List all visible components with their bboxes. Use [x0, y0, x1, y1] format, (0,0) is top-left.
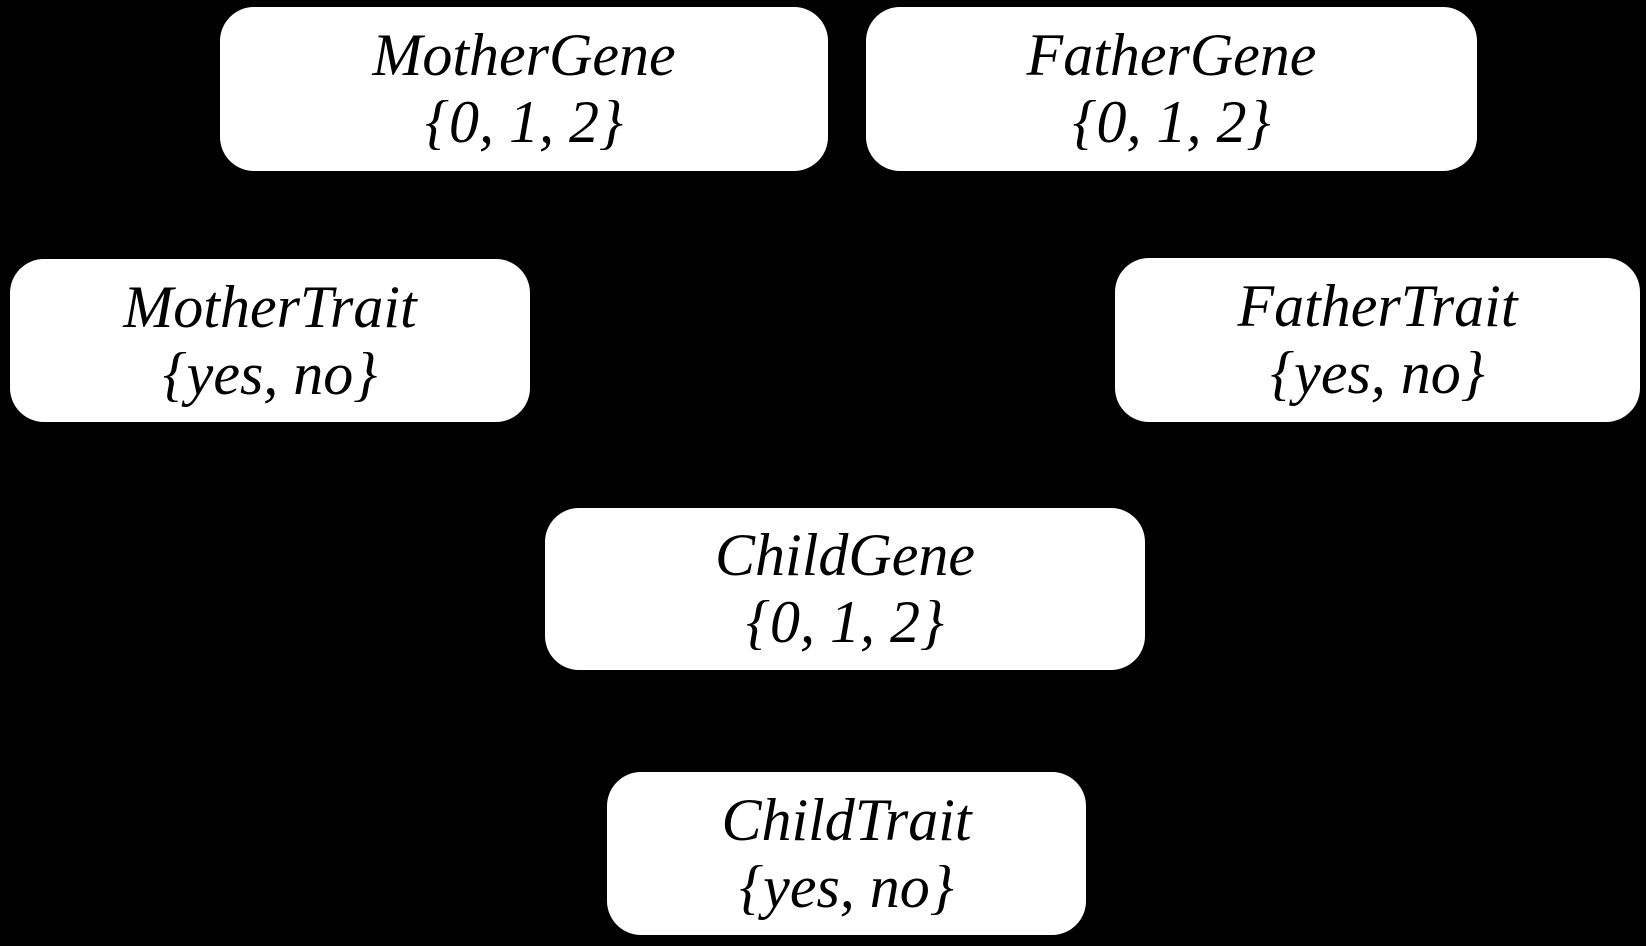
node-label: FatherGene: [1026, 22, 1317, 88]
node-child-gene: ChildGene {0, 1, 2}: [545, 508, 1145, 670]
node-values: {0, 1, 2}: [746, 589, 944, 655]
node-mother-gene: MotherGene {0, 1, 2}: [220, 7, 828, 171]
node-label: ChildGene: [715, 522, 975, 588]
node-values: {yes, no}: [1270, 340, 1485, 406]
node-child-trait: ChildTrait {yes, no}: [607, 772, 1086, 935]
node-label: MotherTrait: [123, 273, 417, 340]
node-values: {yes, no}: [739, 853, 954, 920]
node-label: FatherTrait: [1237, 273, 1518, 339]
node-father-gene: FatherGene {0, 1, 2}: [866, 7, 1477, 171]
node-values: {yes, no}: [162, 340, 378, 407]
node-label: ChildTrait: [721, 786, 972, 853]
node-father-trait: FatherTrait {yes, no}: [1115, 258, 1640, 422]
node-values: {0, 1, 2}: [1072, 89, 1271, 155]
node-label: MotherGene: [372, 22, 676, 88]
node-mother-trait: MotherTrait {yes, no}: [10, 259, 530, 422]
node-values: {0, 1, 2}: [425, 89, 623, 155]
